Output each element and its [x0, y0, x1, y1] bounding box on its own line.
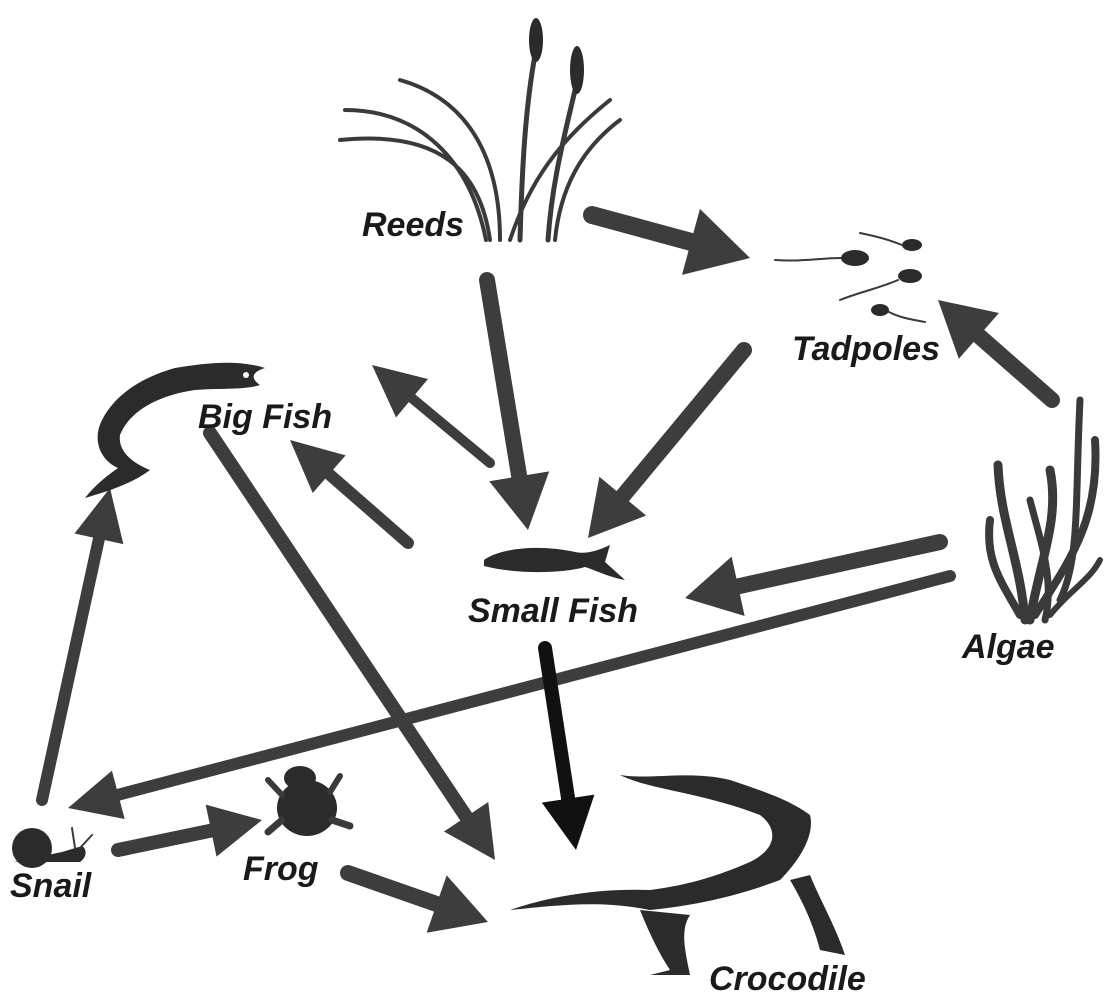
label-big-fish: Big Fish	[198, 398, 332, 436]
arrow-shaft	[410, 397, 490, 463]
arrow-small-fish-to-big-fish	[290, 440, 408, 543]
arrow-shaft	[592, 215, 693, 242]
arrow-head	[682, 209, 750, 275]
snail-icon	[12, 828, 92, 868]
arrow-shaft	[42, 537, 99, 800]
label-small-fish: Small Fish	[468, 592, 638, 630]
arrow-shaft	[487, 280, 520, 478]
arrow-head	[685, 557, 745, 616]
arrow-head	[68, 771, 125, 819]
arrow-shaft	[328, 473, 408, 543]
arrow-reeds-to-small-fish	[487, 280, 549, 530]
label-snail: Snail	[10, 867, 93, 905]
arrow-snail-to-big-fish	[42, 488, 123, 800]
arrow-shaft	[977, 335, 1052, 400]
tadpoles-icon	[775, 233, 925, 322]
algae-icon	[989, 400, 1100, 620]
arrow-tadpoles-to-small-fish	[588, 350, 744, 538]
arrow-frog-to-crocodile	[348, 873, 488, 933]
arrow-algae-to-small-fish	[685, 542, 940, 616]
arrow-shaft	[545, 648, 568, 801]
arrow-head	[542, 795, 595, 850]
label-crocodile: Crocodile	[709, 960, 866, 996]
arrow-shaft	[348, 873, 439, 905]
arrow-algae-to-tadpoles	[938, 300, 1052, 400]
arrow-shaft	[118, 830, 213, 850]
small-fish-icon	[484, 545, 625, 580]
label-frog: Frog	[243, 850, 319, 888]
arrow-head	[489, 471, 549, 530]
label-algae: Algae	[961, 628, 1055, 666]
arrow-shaft	[621, 350, 744, 498]
arrow-head	[75, 488, 124, 544]
arrow-reeds-to-tadpoles	[592, 209, 750, 275]
label-tadpoles: Tadpoles	[792, 330, 940, 368]
arrow-head	[206, 805, 262, 857]
arrow-shaft	[736, 542, 940, 587]
frog-icon	[268, 766, 350, 836]
arrow-small-fish-to-big-fish	[372, 365, 490, 463]
arrow-snail-to-frog	[118, 805, 262, 857]
label-reeds: Reeds	[362, 206, 464, 244]
